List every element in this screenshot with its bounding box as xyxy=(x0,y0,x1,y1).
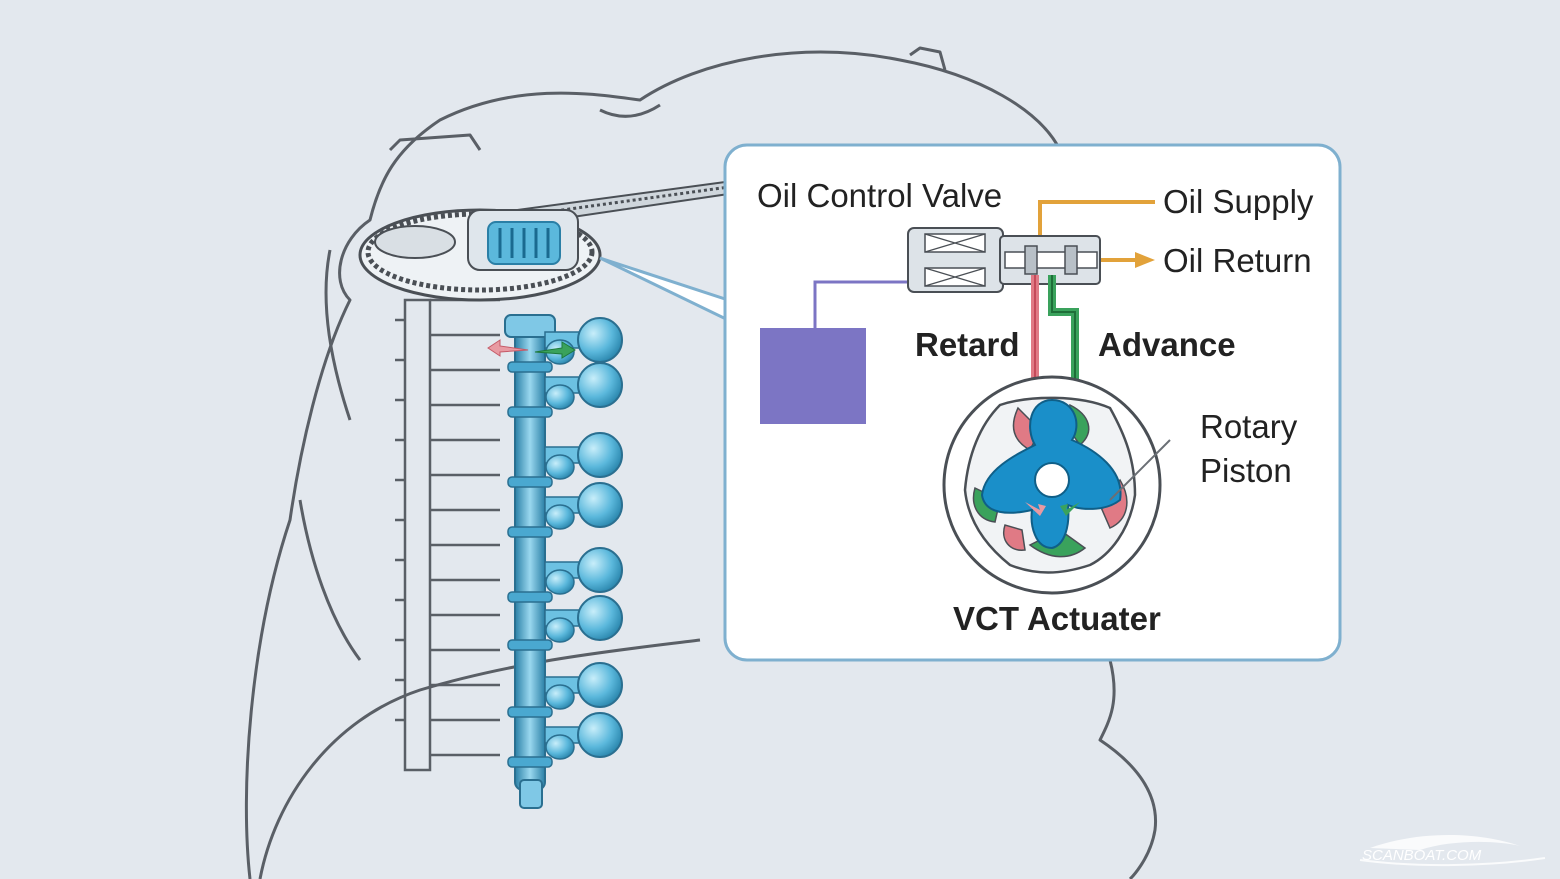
ecu-block xyxy=(760,328,866,424)
watermark-logo: SCANBOAT.COM xyxy=(1359,835,1546,867)
vct-actuator-detail xyxy=(942,375,1171,595)
camshaft-journal xyxy=(507,706,553,718)
camshaft-journal xyxy=(507,591,553,603)
camshaft xyxy=(504,314,556,809)
engine-outline xyxy=(244,46,1158,879)
cam-lobe-secondary xyxy=(545,684,575,710)
advance-line-core xyxy=(1051,275,1076,400)
label-advance: Advance xyxy=(1098,326,1236,363)
direction-arrows xyxy=(487,339,576,359)
oil-control-valve-icon xyxy=(907,227,1101,293)
cam-lobe xyxy=(577,662,623,708)
camshaft-journal xyxy=(507,756,553,768)
cam-lobe xyxy=(577,362,623,408)
camshaft-journal xyxy=(507,406,553,418)
cam-lobe xyxy=(577,595,623,641)
callout-pointer xyxy=(599,256,730,323)
cam-lobe-secondary xyxy=(545,734,575,760)
camshaft-journal xyxy=(507,639,553,651)
label-oil-supply: Oil Supply xyxy=(1163,183,1314,220)
cam-lobe-secondary xyxy=(545,617,575,643)
cam-lobe xyxy=(577,712,623,758)
cam-lobe-secondary xyxy=(545,454,575,480)
label-retard: Retard xyxy=(915,326,1020,363)
label-vct-actuater: VCT Actuater xyxy=(953,600,1161,637)
cam-lobe xyxy=(577,482,623,528)
cam-lobe-secondary xyxy=(545,569,575,595)
cylinder-block xyxy=(395,298,500,772)
camshaft-journal xyxy=(507,476,553,488)
ecu-wire xyxy=(813,280,910,328)
oil-supply-line xyxy=(1038,200,1155,250)
label-rotary: Rotary xyxy=(1200,408,1298,445)
cam-lobe-secondary xyxy=(545,504,575,530)
cam-lobe xyxy=(577,547,623,593)
camshaft-journal xyxy=(507,361,553,373)
label-oil-return: Oil Return xyxy=(1163,242,1312,279)
cam-lobe-secondary xyxy=(545,384,575,410)
camshaft-journal xyxy=(507,526,553,538)
vct-actuator-small xyxy=(467,209,579,271)
label-piston: Piston xyxy=(1200,452,1292,489)
watermark-text: SCANBOAT.COM xyxy=(1362,847,1482,864)
cam-lobe xyxy=(577,432,623,478)
label-oil-control-valve: Oil Control Valve xyxy=(757,177,1002,214)
cam-lobe xyxy=(577,317,623,363)
